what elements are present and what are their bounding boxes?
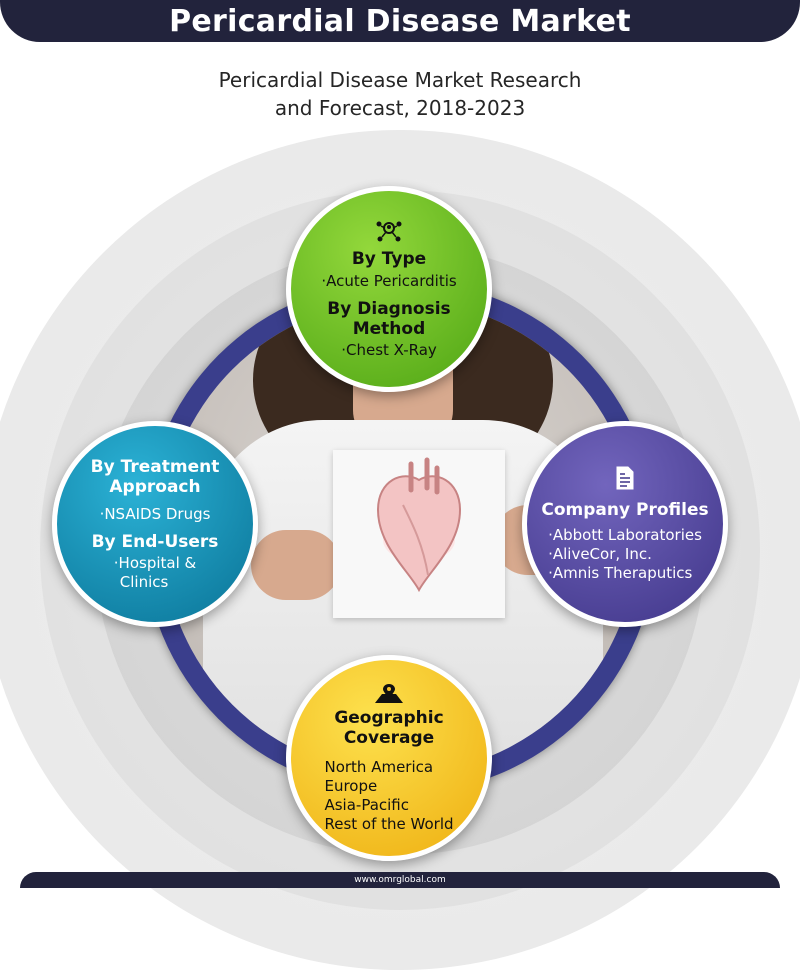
geography-list: North America Europe Asia-Pacific Rest o… <box>324 758 453 834</box>
company-list: ·Abbott Laboratories ·AliveCor, Inc. ·Am… <box>548 526 702 583</box>
segment-type-bubble: By Type ·Acute Pericarditis By Diagnosis… <box>286 186 492 392</box>
treatment-heading-line-1: By Treatment <box>90 456 220 477</box>
end-users-heading: By End-Users <box>91 531 219 552</box>
end-users-item-line-2: Clinics <box>119 572 169 591</box>
company-heading: Company Profiles <box>541 499 709 520</box>
company-item: ·AliveCor, Inc. <box>548 544 652 563</box>
title-bar: Pericardial Disease Market <box>0 0 800 42</box>
footer-bar: www.omrglobal.com <box>20 872 780 888</box>
left-hand <box>251 530 341 600</box>
subtitle-line-1: Pericardial Disease Market Research <box>218 68 582 92</box>
company-item: ·Amnis Theraputics <box>548 563 693 582</box>
treatment-heading-line-2: Approach <box>109 476 201 497</box>
geography-heading-line-1: Geographic <box>334 708 444 728</box>
heart-icon <box>376 457 462 593</box>
people-network-icon <box>374 219 404 245</box>
diagnosis-item: ·Chest X-Ray <box>341 340 437 359</box>
geography-heading-line-2: Coverage <box>343 728 435 748</box>
diagnosis-heading-line-2: Method <box>352 318 426 339</box>
region-item: Europe <box>324 777 378 795</box>
segment-company-bubble: Company Profiles ·Abbott Laboratories ·A… <box>522 421 728 627</box>
segment-geography-bubble: Geographic Coverage North America Europe… <box>286 655 492 861</box>
end-users-items: ·Hospital & Clinics <box>114 554 196 592</box>
region-item: Asia-Pacific <box>324 796 409 814</box>
region-item: North America <box>324 758 434 776</box>
end-users-item-line-1: ·Hospital & <box>113 553 197 572</box>
region-item: Rest of the World <box>324 815 454 833</box>
segment-treatment-bubble: By Treatment Approach ·NSAIDS Drugs By E… <box>52 421 258 627</box>
type-heading: By Type <box>351 248 427 269</box>
page-title: Pericardial Disease Market <box>169 3 631 39</box>
document-icon <box>615 466 635 490</box>
heart-card <box>333 450 505 618</box>
footer-url: www.omrglobal.com <box>354 875 446 885</box>
subtitle-line-2: and Forecast, 2018-2023 <box>274 96 526 120</box>
diagnosis-heading-line-1: By Diagnosis <box>327 298 451 319</box>
company-item: ·Abbott Laboratories <box>548 525 702 544</box>
treatment-item: ·NSAIDS Drugs <box>99 504 211 523</box>
subtitle: Pericardial Disease Market Research and … <box>0 66 800 122</box>
map-pin-icon <box>374 682 404 704</box>
type-item: ·Acute Pericarditis <box>321 271 457 290</box>
